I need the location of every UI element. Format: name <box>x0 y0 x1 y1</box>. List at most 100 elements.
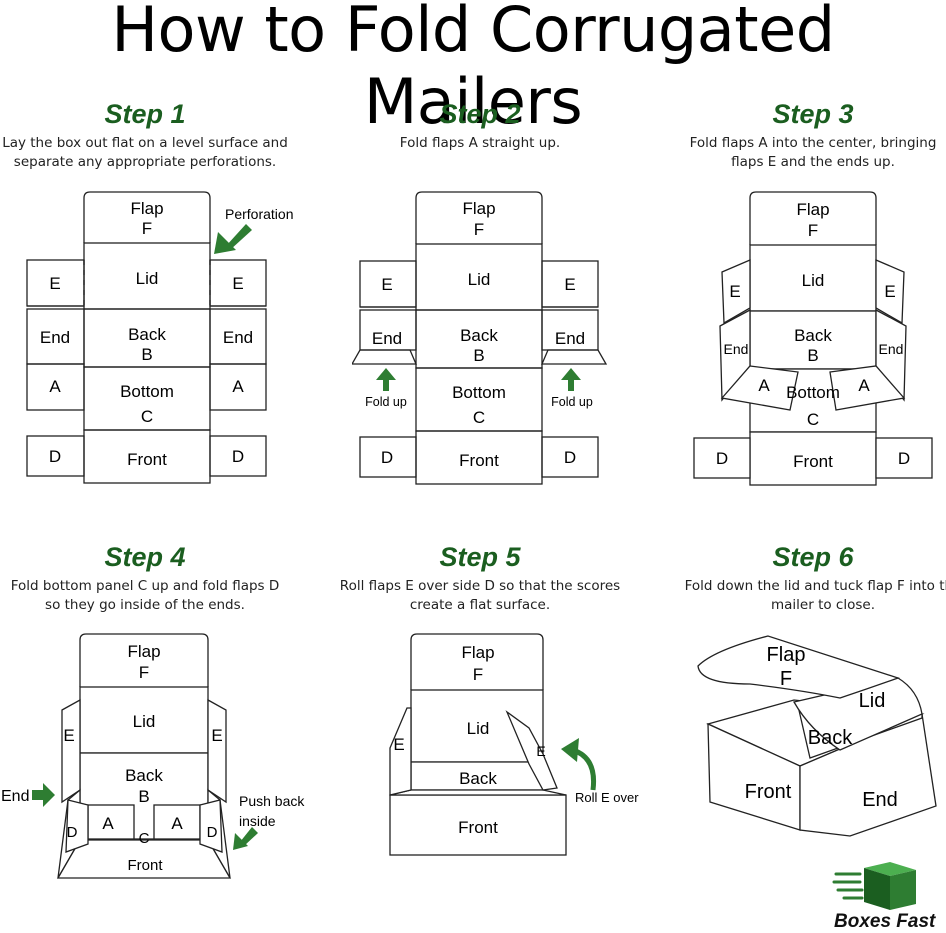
brand-name: Boxes Fast <box>834 911 936 932</box>
svg-text:C: C <box>807 410 819 429</box>
svg-text:Front: Front <box>745 781 792 803</box>
step-4-diagram: Flap F Lid Back B E E A A C D D Front En… <box>1 633 305 879</box>
step-3-header: Step 3 Fold flaps A into the center, bri… <box>658 98 946 172</box>
svg-text:E: E <box>49 274 60 293</box>
svg-text:Flap: Flap <box>461 643 494 662</box>
roll-arrow-head-icon <box>561 738 579 762</box>
svg-text:D: D <box>898 449 910 468</box>
svg-text:E: E <box>63 726 74 745</box>
svg-text:B: B <box>138 787 149 806</box>
svg-text:Flap: Flap <box>796 200 829 219</box>
svg-text:E: E <box>536 743 545 759</box>
label-b: B <box>141 345 152 364</box>
svg-text:Back: Back <box>808 727 853 749</box>
svg-text:Front: Front <box>458 818 498 837</box>
svg-text:D: D <box>232 447 244 466</box>
svg-text:F: F <box>139 663 149 682</box>
svg-text:Back: Back <box>459 769 497 788</box>
label-perforation: Perforation <box>225 206 293 222</box>
svg-text:Flap: Flap <box>127 642 160 661</box>
svg-text:Back: Back <box>794 326 832 345</box>
fold-up-arrow-right-icon <box>561 368 581 391</box>
step-5-desc: Roll flaps E over side D so that the sco… <box>339 578 621 613</box>
svg-text:Back: Back <box>460 326 498 345</box>
svg-text:Lid: Lid <box>133 712 156 731</box>
step-2-desc: Fold flaps A straight up. <box>399 135 561 151</box>
step-1-header: Step 1 Lay the box out flat on a level s… <box>0 98 300 172</box>
label-end-push: End <box>1 788 29 805</box>
label-push-back: Push back <box>239 793 305 809</box>
svg-text:A: A <box>102 814 114 833</box>
svg-text:F: F <box>808 221 818 240</box>
svg-text:A: A <box>858 376 870 395</box>
step-6-header: Step 6 Fold down the lid and tuck flap F… <box>658 541 946 615</box>
lid-panel-open <box>793 677 923 751</box>
svg-text:F: F <box>474 220 484 239</box>
step-1-desc: Lay the box out flat on a level surface … <box>2 135 288 170</box>
svg-text:Front: Front <box>793 452 833 471</box>
label-c: C <box>141 407 153 426</box>
svg-text:D: D <box>716 449 728 468</box>
flap-a-left-folded <box>720 365 799 411</box>
svg-text:A: A <box>758 376 770 395</box>
svg-text:Lid: Lid <box>859 690 886 712</box>
svg-text:C: C <box>139 830 150 847</box>
step-2-header: Step 2 Fold flaps A straight up. <box>325 98 635 153</box>
step-6-desc: Fold down the lid and tuck flap F into t… <box>684 578 946 613</box>
svg-text:Bottom: Bottom <box>452 383 506 402</box>
step-5-title: Step 5 <box>439 542 521 572</box>
svg-text:F: F <box>473 665 483 684</box>
push-back-arrow-icon <box>233 827 258 850</box>
step-5-diagram: Flap F Lid Back Front E E Roll E over <box>389 633 639 856</box>
step-2-title: Step 2 <box>439 99 521 129</box>
svg-text:C: C <box>473 408 485 427</box>
label-fold-up-right: Fold up <box>551 395 593 409</box>
flap-f-tucking <box>697 635 901 699</box>
label-bottom: Bottom <box>120 382 174 401</box>
svg-text:D: D <box>564 448 576 467</box>
label-inside: inside <box>239 813 276 829</box>
step-1-title: Step 1 <box>104 99 186 129</box>
svg-text:E: E <box>729 282 740 301</box>
label-lid: Lid <box>136 269 159 288</box>
svg-text:Front: Front <box>459 451 499 470</box>
svg-text:End: End <box>555 329 585 348</box>
step-4-desc: Fold bottom panel C up and fold flaps D … <box>10 578 280 613</box>
svg-text:E: E <box>393 735 404 754</box>
flap-a-right-folded <box>829 365 906 411</box>
box-logo-icon <box>832 862 916 910</box>
flap-a-left <box>352 349 417 365</box>
perforation-arrow-icon <box>214 224 252 254</box>
step-3-title: Step 3 <box>772 99 854 129</box>
svg-text:B: B <box>473 346 484 365</box>
step-2-diagram: Flap F Lid Back B Bottom C Front E End D… <box>352 191 608 485</box>
svg-text:E: E <box>381 275 392 294</box>
svg-text:End: End <box>879 341 904 357</box>
step-4-header: Step 4 Fold bottom panel C up and fold f… <box>0 541 300 615</box>
svg-text:End: End <box>862 789 898 811</box>
svg-text:End: End <box>372 329 402 348</box>
svg-text:A: A <box>49 377 61 396</box>
page-title: How to Fold Corrugated Mailers <box>111 0 835 138</box>
svg-text:F: F <box>780 668 792 690</box>
svg-text:D: D <box>381 448 393 467</box>
svg-text:Back: Back <box>125 766 163 785</box>
brand-logo <box>832 862 916 910</box>
svg-text:E: E <box>564 275 575 294</box>
label-front: Front <box>127 450 167 469</box>
svg-text:E: E <box>232 274 243 293</box>
svg-text:End: End <box>724 341 749 357</box>
step-4-title: Step 4 <box>104 542 186 572</box>
label-flap: Flap <box>130 199 163 218</box>
step-1-diagram: Flap F Lid Back B Bottom C Front E End A… <box>26 191 293 484</box>
step-6-title: Step 6 <box>772 542 854 572</box>
svg-text:Flap: Flap <box>462 199 495 218</box>
label-fold-up-left: Fold up <box>365 395 407 409</box>
svg-text:Front: Front <box>127 857 163 874</box>
push-arrow-right-icon <box>32 783 55 807</box>
svg-text:End: End <box>40 328 70 347</box>
svg-text:End: End <box>223 328 253 347</box>
label-f: F <box>142 219 152 238</box>
svg-text:Bottom: Bottom <box>786 383 840 402</box>
step-5-header: Step 5 Roll flaps E over side D so that … <box>325 541 635 615</box>
